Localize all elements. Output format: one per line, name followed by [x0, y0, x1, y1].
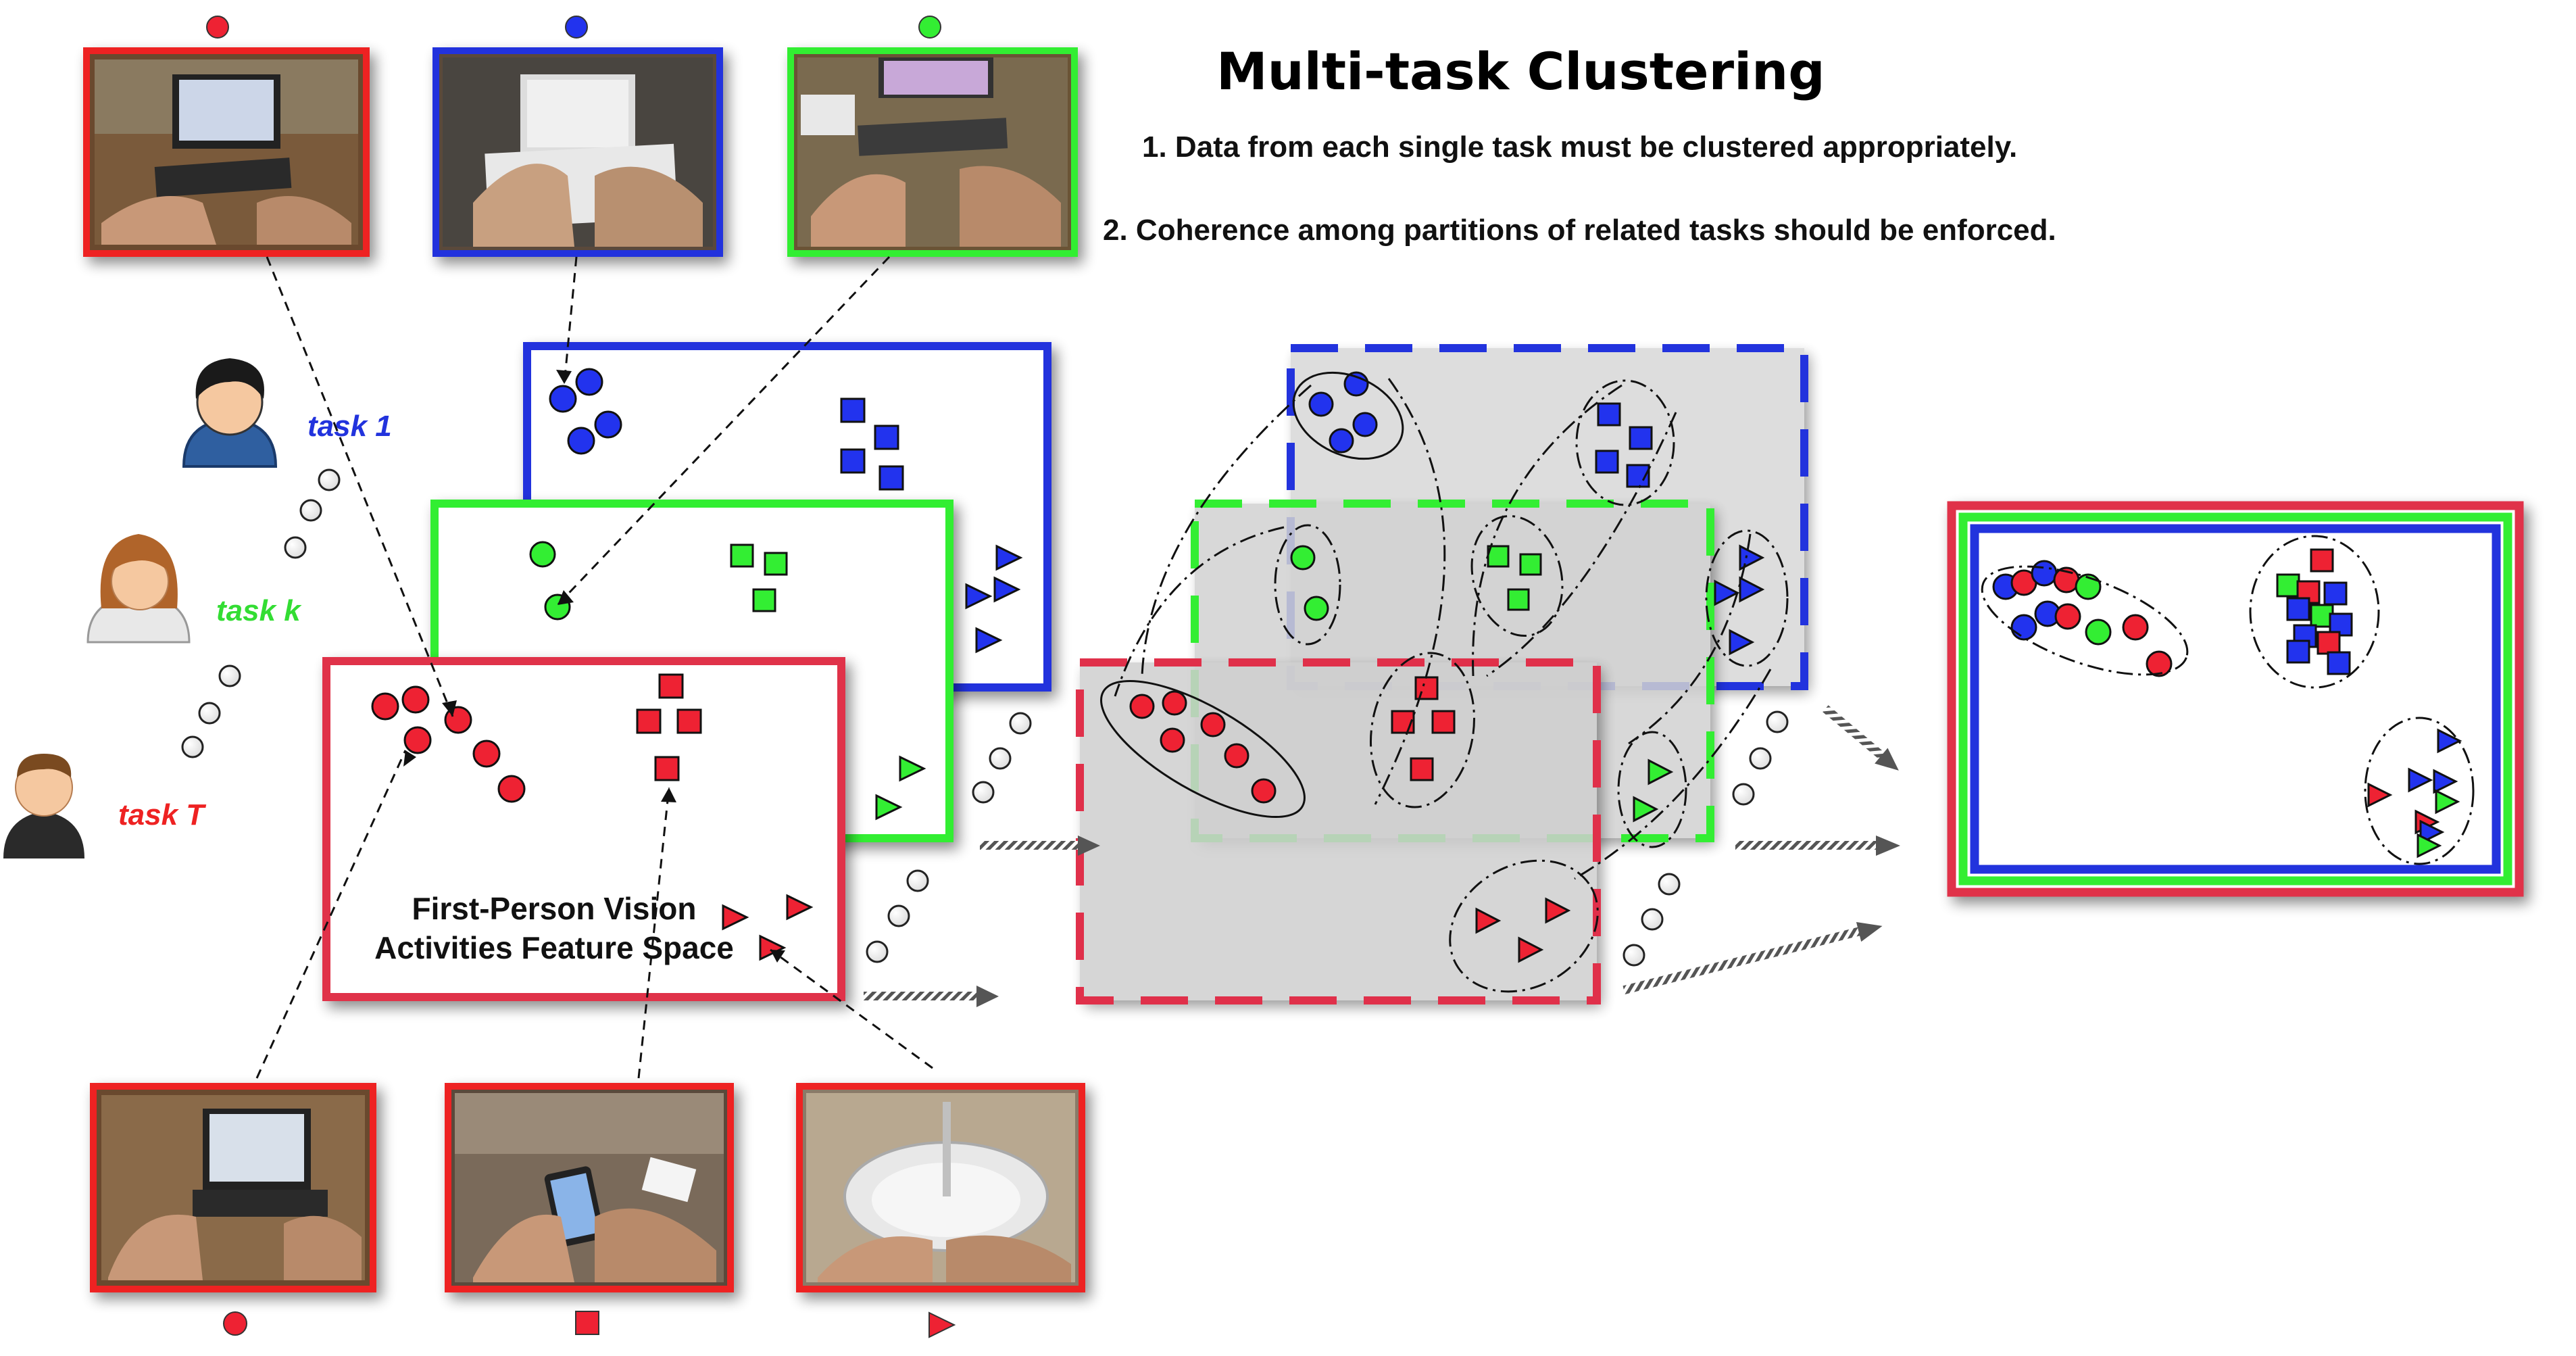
result-circles — [1992, 560, 2173, 677]
thumbnail-desk-typing — [90, 1083, 376, 1292]
cluster-blue-triangles — [1714, 544, 1765, 656]
blue-circles — [549, 368, 622, 455]
top-thumbnails — [83, 16, 1078, 257]
cluster-ellipse — [2249, 535, 2380, 689]
user-avatar-icon — [182, 358, 278, 468]
cluster-ellipse — [1981, 565, 2189, 676]
task-label-k: task k — [216, 594, 302, 627]
thumbnail-desk-keyboard — [83, 47, 370, 257]
ellipsis-dots — [866, 710, 1789, 967]
cluster-ellipse — [2364, 717, 2475, 865]
green-squares — [730, 543, 788, 612]
task-label-T: task T — [118, 798, 206, 831]
cluster-ellipse — [1100, 679, 1306, 819]
ellipsis-dots — [181, 468, 341, 758]
cluster-ellipse — [1369, 652, 1476, 808]
thumb-marker-green-circle — [918, 16, 941, 39]
cluster-green-squares — [1487, 545, 1542, 611]
cluster-ellipse — [1617, 731, 1687, 848]
thumb-marker-red-circle — [206, 16, 229, 39]
cluster-ellipse — [1274, 524, 1341, 646]
note-2: 2. Coherence among partitions of related… — [1103, 214, 2056, 247]
blue-triangles — [965, 544, 1023, 654]
green-triangles-panel — [875, 755, 926, 821]
diagram-title: Multi-task Clustering — [1216, 41, 1825, 101]
cluster-red-triangles — [1475, 897, 1571, 963]
red-circles — [371, 685, 526, 803]
hatched-arrow — [1735, 836, 1900, 856]
feature-space-label-line-1: First-Person Vision — [412, 891, 697, 926]
hatched-arrow — [864, 986, 999, 1007]
thumb-marker-red-circle — [223, 1311, 247, 1336]
task-label-1: task 1 — [307, 410, 392, 443]
user-avatar-icon — [3, 754, 84, 858]
thumb-marker-red-triangle — [928, 1311, 956, 1338]
joint-clustering-result — [1947, 501, 2524, 897]
thumbnail-desk-monitor — [787, 47, 1078, 257]
thumbnail-laptop-typing — [432, 47, 723, 257]
cluster-green-circles — [1290, 545, 1329, 621]
feature-panel-red — [322, 657, 845, 1001]
cluster-ellipse — [1292, 371, 1404, 460]
thumb-marker-red-square — [575, 1311, 599, 1335]
arrowheads — [403, 370, 785, 963]
result-squares — [2276, 548, 2353, 675]
thumb-marker-blue-circle — [565, 16, 588, 39]
hatched-arrow — [980, 836, 1100, 856]
hatched-arrow — [1623, 922, 1883, 994]
cluster-ellipse — [1470, 514, 1564, 637]
hatched-arrow — [1823, 705, 1899, 771]
result-triangles — [2367, 728, 2462, 858]
red-triangles — [722, 894, 814, 961]
feature-space-stack: First-Person Vision Activities Feature S… — [322, 342, 1051, 1001]
clustered-stack — [1076, 344, 1808, 1004]
cluster-red-circles — [1129, 690, 1277, 804]
thumbnail-washing-hands — [796, 1083, 1085, 1292]
cluster-ellipse — [1575, 379, 1675, 506]
user-avatar-icon — [86, 534, 191, 644]
cluster-green-triangles — [1633, 758, 1674, 823]
blue-squares — [840, 397, 904, 491]
cluster-ellipse — [1705, 529, 1789, 667]
note-1: 1. Data from each single task must be cl… — [1142, 130, 2017, 164]
cluster-red-squares — [1391, 676, 1456, 781]
feature-space-label-line-2: Activities Feature Space — [374, 930, 734, 965]
red-squares — [636, 673, 702, 781]
flow-arrows — [864, 705, 1900, 1007]
bottom-thumbnails — [90, 1083, 1085, 1338]
assignment-arrows — [255, 256, 933, 1079]
coherence-links — [1114, 378, 1772, 880]
cluster-ellipse — [1449, 859, 1599, 993]
thumbnail-phone-use — [445, 1083, 734, 1292]
task-users: task 1 task k task T — [3, 358, 392, 858]
